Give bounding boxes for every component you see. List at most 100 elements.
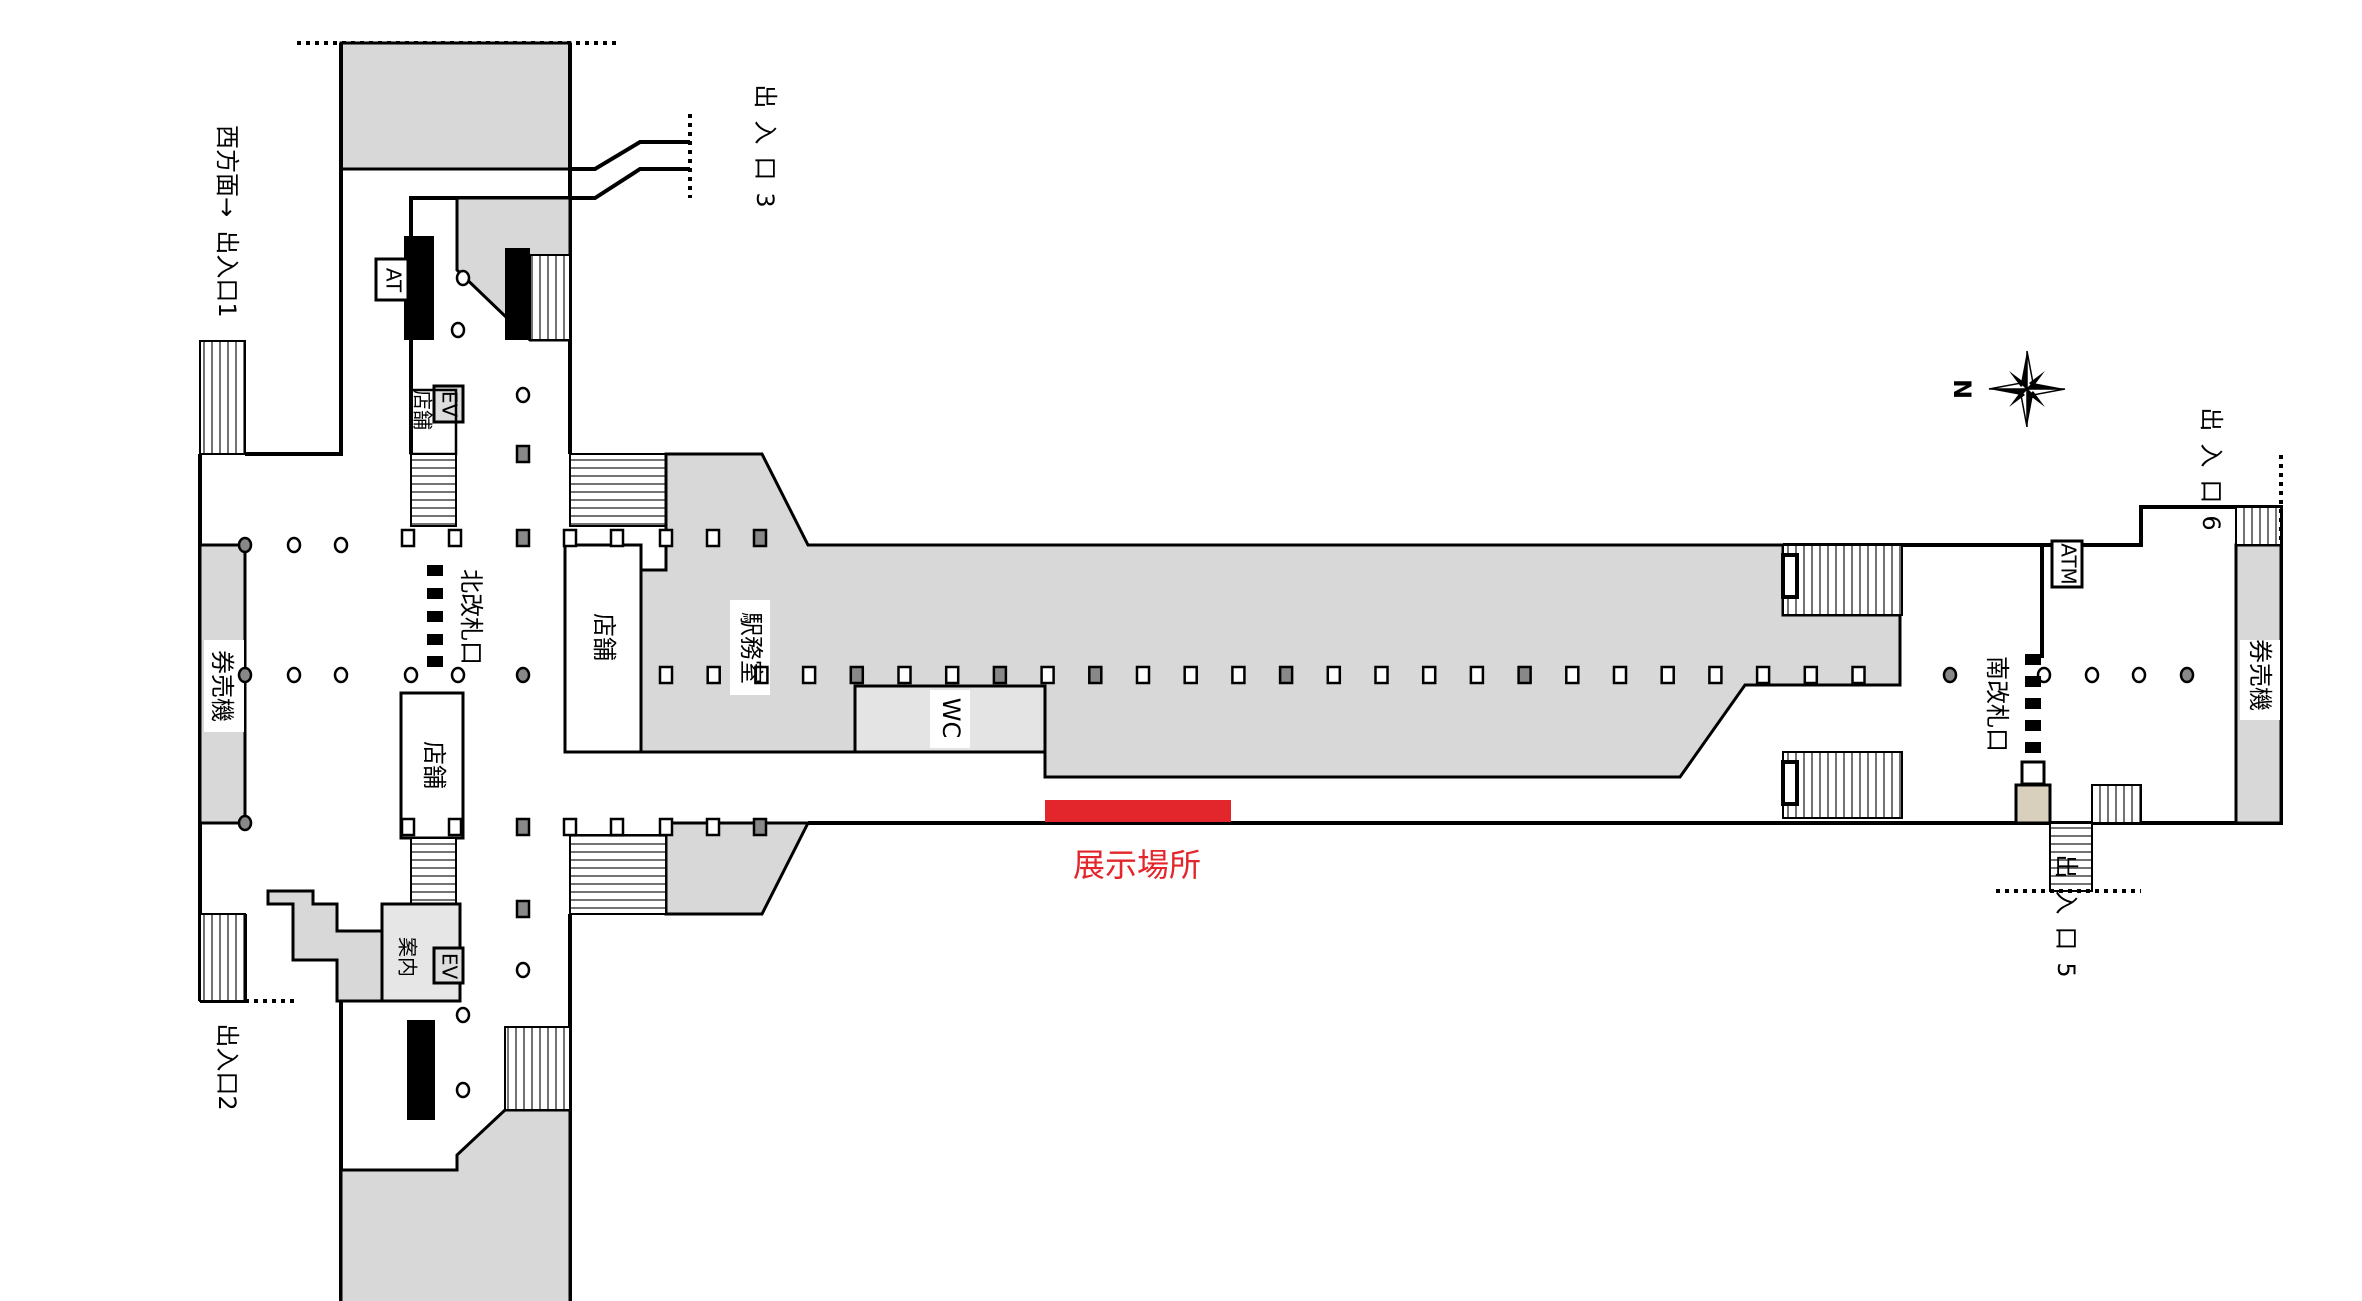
exit2-label: 出入口2	[213, 1023, 241, 1110]
pillar	[1851, 665, 1866, 685]
info-label: 案内	[396, 937, 420, 977]
ticket-gate	[2025, 676, 2041, 687]
pillar	[1517, 665, 1532, 685]
exit6-stairs	[2235, 506, 2282, 546]
pillar	[609, 528, 625, 548]
pillar	[705, 817, 721, 837]
ticket-gates	[427, 565, 2041, 753]
column	[455, 1006, 471, 1024]
shop-small-label: 店舗	[411, 390, 435, 430]
ticket-machines-left-label: 券売機	[208, 650, 236, 722]
pillar	[1183, 665, 1198, 685]
pillar	[515, 899, 531, 919]
stairs-corridor-south	[569, 834, 667, 915]
exit1-label: 出入口1	[213, 230, 241, 317]
pillar	[515, 528, 531, 548]
pillar	[1231, 665, 1246, 685]
pillar	[1040, 665, 1055, 685]
pillar	[658, 817, 674, 837]
north-wing	[199, 41, 692, 527]
column	[515, 386, 531, 404]
column	[2084, 666, 2100, 684]
ticket-gate	[2025, 698, 2041, 709]
column	[515, 666, 531, 684]
exit3-label: 出入口3	[751, 84, 779, 219]
pillar	[897, 665, 912, 685]
exit5-label: 出入口5	[2052, 854, 2080, 989]
column	[455, 269, 471, 287]
shop-corridor-label: 店舗	[590, 613, 618, 661]
station-office-area	[639, 452, 1902, 779]
pillar	[1755, 665, 1771, 685]
pillar	[658, 665, 674, 685]
ticket-gate	[427, 611, 443, 622]
column	[2131, 666, 2147, 684]
exit5-stairs	[2049, 822, 2093, 892]
stairs-south-upper	[1782, 544, 1903, 616]
column	[1942, 666, 1958, 684]
exit2-stairs	[199, 913, 246, 1002]
column	[455, 1081, 471, 1099]
exit6-label: 出入口6	[2197, 407, 2225, 542]
ticket-machines-right-label: 券売機	[2246, 639, 2274, 711]
ev-south-box	[432, 946, 465, 985]
column	[333, 536, 349, 554]
south-gate-label: 南改札口	[1983, 656, 2011, 752]
pillar	[400, 528, 416, 548]
pillar	[1135, 665, 1151, 685]
column	[2179, 666, 2195, 684]
column	[286, 666, 302, 684]
column	[403, 666, 419, 684]
pillar	[992, 665, 1008, 685]
exit1-stairs	[199, 340, 246, 455]
column	[237, 536, 253, 554]
ticket-gate	[427, 565, 443, 576]
ticket-gate	[2025, 654, 2041, 665]
column	[237, 666, 253, 684]
column	[450, 666, 466, 684]
elevator-south	[2014, 783, 2052, 825]
pillar	[1803, 665, 1819, 685]
pillar	[1565, 665, 1580, 685]
column	[237, 814, 253, 832]
column	[450, 321, 466, 339]
pillar	[1278, 665, 1294, 685]
atm-label: ATM	[2057, 543, 2081, 585]
ev-south-label: EV	[438, 953, 462, 980]
wc-label: WC	[937, 698, 965, 739]
pillar	[515, 444, 531, 464]
pillar	[705, 528, 721, 548]
pillar	[1660, 665, 1675, 685]
pillar	[609, 817, 625, 837]
ticket-gate	[2025, 720, 2041, 731]
pillar	[562, 817, 578, 837]
pillar	[752, 817, 768, 837]
pillar	[447, 817, 463, 837]
exhibit-location-label: 展示場所	[1073, 846, 1201, 884]
pillar	[849, 665, 865, 685]
ev-north-box	[432, 384, 465, 424]
stairs-south-lower	[1782, 751, 1903, 819]
exhibit-location-marker[interactable]	[1045, 800, 1231, 822]
pillar	[447, 528, 463, 548]
north-gate-label: 北改札口	[457, 569, 485, 665]
pillars	[237, 269, 2195, 1099]
column	[515, 961, 531, 979]
ticket-gate	[427, 656, 443, 667]
shop-center-label: 店舗	[420, 741, 448, 789]
pillar	[944, 665, 960, 685]
pillar	[1326, 665, 1342, 685]
pillar	[562, 528, 578, 548]
stairs-corridor-north	[569, 453, 667, 527]
pillar	[754, 665, 769, 685]
at-label: AT	[382, 268, 406, 293]
pillar	[515, 817, 531, 837]
pillar	[400, 817, 416, 837]
compass-north-label: N	[1948, 379, 1976, 399]
ticket-gate	[427, 588, 443, 599]
column	[333, 666, 349, 684]
ticket-gate	[427, 634, 443, 645]
compass-rose-icon	[1988, 350, 2066, 428]
escalator-south	[407, 1020, 435, 1120]
